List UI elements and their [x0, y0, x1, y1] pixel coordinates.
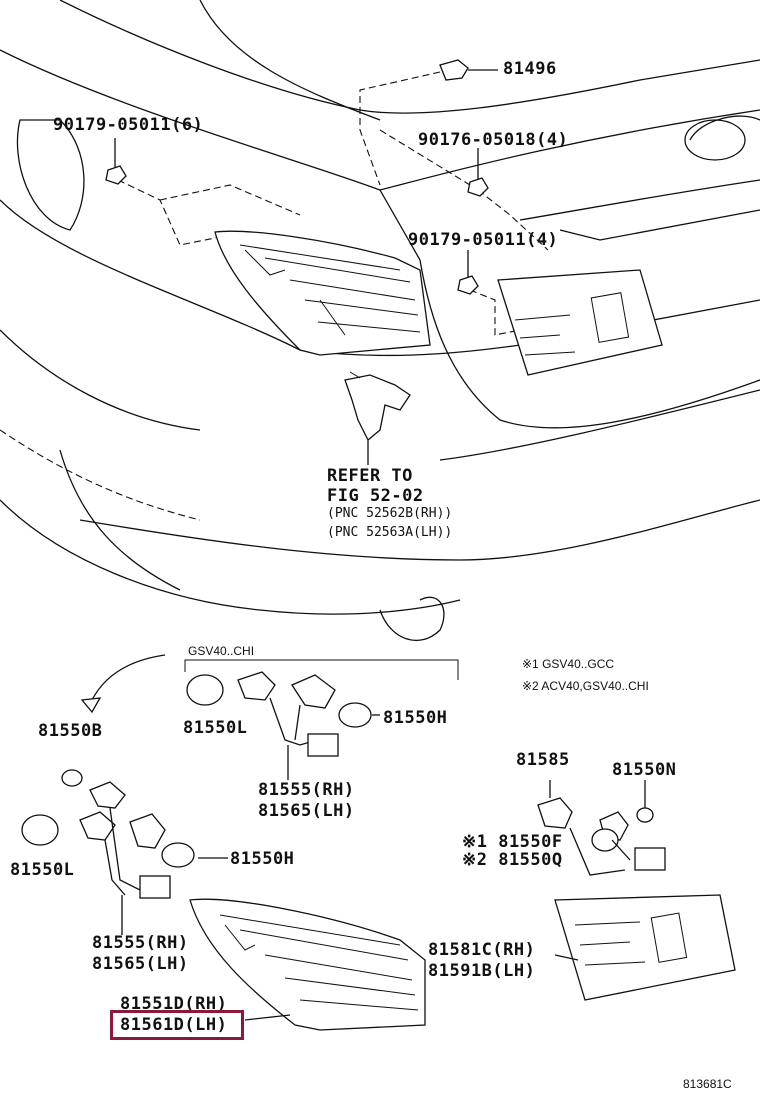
- refer-to-label: REFER TO: [327, 466, 413, 486]
- socket-assembly: [344, 371, 411, 465]
- harness-right: [537, 780, 666, 876]
- tail-lamp-loose: [189, 898, 426, 1031]
- curved-arrow: [80, 654, 166, 714]
- harness-top: [186, 671, 380, 780]
- pnc-rh-label: (PNC 52562B(RH)): [327, 506, 453, 521]
- part-81550Q-label: ※2 81550Q: [462, 850, 563, 870]
- dashed-leaders: [0, 71, 549, 521]
- car-body-outline: [0, 0, 760, 641]
- part-81550B-label: 81550B: [38, 721, 103, 741]
- reference-code: 813681C: [683, 1077, 732, 1091]
- part-90176-label: 90176-05018(4): [418, 130, 569, 150]
- part-81555-bot-label: 81555(RH): [92, 933, 189, 953]
- part-81550L-left-label: 81550L: [10, 860, 75, 880]
- garnish-lamp-on-body: [497, 269, 663, 376]
- gsv-bracket: [184, 659, 459, 680]
- part-81550L-top-label: 81550L: [183, 718, 248, 738]
- part-90179-top-label: 90179-05011(6): [53, 115, 204, 135]
- part-81561D-label[interactable]: 81561D(LH): [120, 1015, 228, 1035]
- gsv-chi-label: GSV40..CHI: [188, 644, 255, 658]
- fasteners: [105, 59, 498, 295]
- note-2-label: ※2 ACV40,GSV40..CHI: [522, 679, 649, 693]
- note-1-label: ※1 GSV40..GCC: [522, 657, 615, 671]
- highlight-box: [110, 1010, 244, 1040]
- part-81550H-top-label: 81550H: [383, 708, 448, 728]
- pnc-lh-label: (PNC 52563A(LH)): [327, 525, 453, 540]
- garnish-lamp-loose: [554, 894, 736, 1001]
- part-81550N-label: 81550N: [612, 760, 677, 780]
- part-81550F-label: ※1 81550F: [462, 832, 563, 852]
- part-81496-label: 81496: [503, 59, 557, 79]
- part-90179-mid-label: 90179-05011(4): [408, 230, 559, 250]
- part-81551D-label: 81551D(RH): [120, 994, 228, 1014]
- tail-lamp-on-body: [214, 230, 431, 356]
- part-81581C-label: 81581C(RH): [428, 940, 536, 960]
- part-81591B-label: 81591B(LH): [428, 961, 536, 981]
- part-81550H-left-label: 81550H: [230, 849, 295, 869]
- part-81565-bot-label: 81565(LH): [92, 954, 189, 974]
- fig-label: FIG 52-02: [327, 486, 424, 506]
- harness-left: [21, 769, 228, 935]
- part-81555-top-label: 81555(RH): [258, 780, 355, 800]
- part-81585-label: 81585: [516, 750, 570, 770]
- part-81565-top-label: 81565(LH): [258, 801, 355, 821]
